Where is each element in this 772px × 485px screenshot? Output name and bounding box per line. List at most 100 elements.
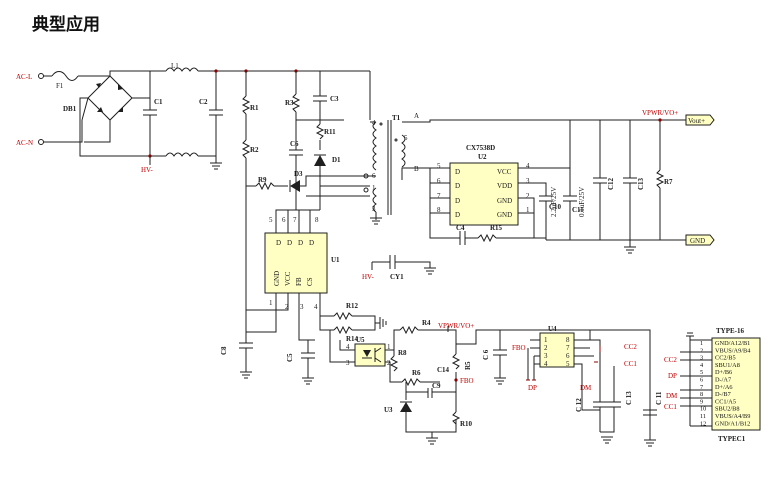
label-u1: U1 bbox=[331, 256, 340, 264]
label-typec1: TYPEC1 bbox=[718, 435, 746, 443]
u2-pin-label: D bbox=[455, 197, 460, 205]
label-c4: C4 bbox=[456, 224, 465, 232]
typec-pin-label: CC2/B5 bbox=[715, 355, 736, 362]
ac-input-section: AC-L AC-N F1 DB1 C1 L1 HV- bbox=[16, 62, 370, 174]
label-r14: R14 bbox=[346, 335, 359, 343]
typec-pin-number: 8 bbox=[700, 391, 703, 398]
u2-pin-number: 6 bbox=[437, 177, 441, 185]
transformer-pin: 1 bbox=[372, 184, 376, 192]
u2-pin-label: D bbox=[455, 168, 460, 176]
transformer-pin: 6 bbox=[372, 172, 376, 180]
typec-pin-number: 11 bbox=[700, 413, 706, 420]
net-cc1-2: CC1 bbox=[664, 403, 677, 411]
transformer-t1: T1 4 1 6 3 5 A B bbox=[363, 71, 660, 225]
label-u2: U2 bbox=[478, 153, 487, 161]
port-gnd: GND bbox=[690, 237, 705, 245]
u4-pin: 8 bbox=[566, 336, 570, 344]
label-c3: C3 bbox=[330, 95, 339, 103]
label-r9: R9 bbox=[258, 176, 267, 184]
net-ac-l: AC-L bbox=[16, 73, 32, 81]
label-c6b: C 6 bbox=[482, 349, 490, 360]
typec-pin-label: VBUS/A4/B9 bbox=[715, 413, 750, 420]
typec-pin-number: 12 bbox=[700, 420, 706, 427]
u1-pin-label: D bbox=[276, 239, 281, 247]
typec-pin-number: 1 bbox=[700, 340, 703, 347]
typec-pin-label: D+/A6 bbox=[715, 384, 733, 391]
port-vout: Vout+ bbox=[688, 117, 705, 125]
net-dm-2: DM bbox=[666, 392, 678, 400]
label-r6: R6 bbox=[412, 369, 421, 377]
u1-pin-number: 8 bbox=[315, 216, 319, 224]
label-c10: C10 bbox=[549, 203, 562, 211]
u1-pin-label: D bbox=[298, 239, 303, 247]
u2-pin-number: 1 bbox=[526, 206, 530, 214]
typec-pin-number: 6 bbox=[700, 377, 703, 384]
label-f1: F1 bbox=[56, 82, 64, 90]
u1-pin-label: VCC bbox=[284, 271, 292, 286]
label-l1: L1 bbox=[171, 62, 179, 70]
u2-pin-label: D bbox=[455, 182, 460, 190]
u4-pin: 6 bbox=[566, 352, 570, 360]
u2-pin-number: 2 bbox=[526, 192, 530, 200]
u5-pin: 1 bbox=[387, 343, 391, 351]
u4-pin: 5 bbox=[566, 360, 570, 368]
label-c5: C5 bbox=[286, 353, 294, 362]
net-cc2-1: CC2 bbox=[624, 343, 637, 351]
typec-pin-number: 3 bbox=[700, 355, 703, 362]
label-r3: R3 bbox=[285, 99, 294, 107]
label-u2-part: CX7538D bbox=[466, 144, 495, 152]
typec-pin-label: SBU1/A8 bbox=[715, 362, 740, 369]
transformer-pin: 3 bbox=[372, 205, 376, 213]
u1-pin-label: FB bbox=[295, 277, 303, 286]
u2-pin-label: VCC bbox=[497, 168, 512, 176]
u2-pin-label: D bbox=[455, 211, 460, 219]
u4-pin: 2 bbox=[544, 344, 548, 352]
label-r1: R1 bbox=[250, 104, 259, 112]
u1-pin-number: 5 bbox=[269, 216, 273, 224]
u4-pin: 4 bbox=[544, 360, 548, 368]
primary-controller-section: R1 R2 R3 C3 R11 D1 C6 R9 D3 bbox=[220, 71, 436, 385]
label-r5: R5 bbox=[464, 361, 472, 370]
u1-pin-label: D bbox=[287, 239, 292, 247]
net-cc2-2: CC2 bbox=[664, 356, 677, 364]
label-d3: D3 bbox=[294, 170, 303, 178]
net-ac-n: AC-N bbox=[16, 139, 33, 147]
u1-pin-label: CS bbox=[306, 277, 314, 286]
u1-pin-number: 3 bbox=[300, 303, 304, 311]
net-cc1-1: CC1 bbox=[624, 360, 637, 368]
typec-pin-number: 10 bbox=[700, 406, 706, 413]
transformer-b: B bbox=[414, 165, 419, 173]
feedback-section: U5 4 3 1 2 R4 R8 R6 C14 C9 VPWR/VO+ R5 F… bbox=[329, 319, 507, 445]
typec-pin-label: VBUS/A9/B4 bbox=[715, 347, 751, 354]
label-u3: U3 bbox=[384, 406, 393, 414]
typec-pin-label: GND/A1/B12 bbox=[715, 420, 750, 427]
label-type16: TYPE-16 bbox=[716, 327, 745, 335]
label-c13b: C 13 bbox=[625, 391, 633, 405]
u2-left-pins: D D D D 5 6 7 8 bbox=[437, 162, 460, 219]
typec-pin-label: SBU2/B8 bbox=[715, 406, 740, 413]
label-r12: R12 bbox=[346, 302, 359, 310]
label-r8: R8 bbox=[398, 349, 407, 357]
label-c8: C8 bbox=[220, 346, 228, 355]
label-r7: R7 bbox=[664, 178, 673, 186]
typec-pin-number: 7 bbox=[700, 384, 703, 391]
typec-pin-number: 5 bbox=[700, 369, 703, 376]
transformer-pin: 4 bbox=[372, 119, 376, 127]
label-u5: U5 bbox=[356, 336, 365, 344]
typec-pin-label: D-/A7 bbox=[715, 377, 731, 384]
u4-pin: 7 bbox=[566, 344, 570, 352]
label-r15: R15 bbox=[490, 224, 503, 232]
typec-pin-label: D+/B6 bbox=[715, 369, 732, 376]
typec-pin-number: 2 bbox=[700, 347, 703, 354]
net-vpwr-1: VPWR/VO+ bbox=[642, 109, 678, 117]
label-c2: C2 bbox=[199, 98, 208, 106]
label-c1: C1 bbox=[154, 98, 163, 106]
u5-pin: 3 bbox=[346, 359, 350, 367]
label-c10-value: 2.2uF/25V bbox=[550, 187, 558, 217]
typec-pin-label: CC1/A5 bbox=[715, 398, 736, 405]
label-c12b: C 12 bbox=[575, 398, 583, 412]
page-title: 典型应用 bbox=[32, 15, 100, 35]
net-dp-1: DP bbox=[528, 384, 537, 392]
label-u4: U4 bbox=[548, 325, 557, 333]
u1-pin-number: 6 bbox=[282, 216, 286, 224]
